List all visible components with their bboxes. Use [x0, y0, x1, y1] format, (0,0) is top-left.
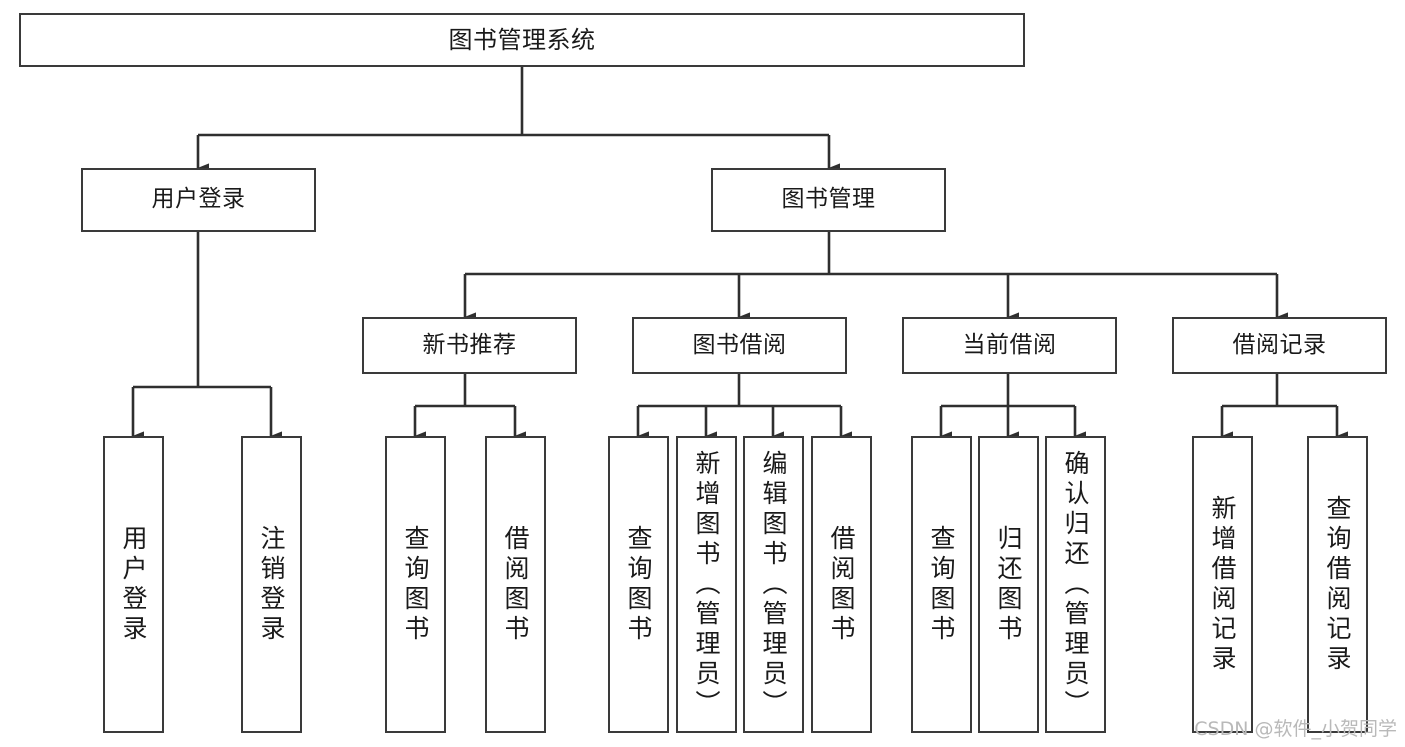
node-user-login[interactable]: 用户登录	[81, 168, 316, 232]
node-label: 图书管理	[781, 186, 876, 213]
leaf-user-login-login[interactable]: 用户登录	[103, 436, 164, 733]
node-label: 新书推荐	[422, 331, 517, 358]
node-label: 注销登录	[257, 524, 286, 645]
node-label: 新增图书（管理员）	[692, 449, 721, 720]
leaf-borrow-add-book-admin[interactable]: 新增图书（管理员）	[676, 436, 737, 733]
leaf-current-query-book[interactable]: 查询图书	[911, 436, 972, 733]
node-current-borrow[interactable]: 当前借阅	[902, 317, 1117, 374]
leaf-user-login-logout[interactable]: 注销登录	[241, 436, 302, 733]
node-label: 借阅图书	[827, 524, 856, 645]
node-label: 查询图书	[401, 524, 430, 645]
node-label: 查询图书	[927, 524, 956, 645]
leaf-recommend-query-book[interactable]: 查询图书	[385, 436, 446, 733]
node-borrow-record[interactable]: 借阅记录	[1172, 317, 1387, 374]
node-label: 归还图书	[994, 524, 1023, 645]
node-label: 借阅图书	[501, 524, 530, 645]
node-label: 编辑图书（管理员）	[759, 449, 788, 720]
node-root-system[interactable]: 图书管理系统	[19, 13, 1025, 67]
node-label: 图书借阅	[692, 331, 787, 358]
node-label: 当前借阅	[962, 331, 1057, 358]
leaf-borrow-query-book[interactable]: 查询图书	[608, 436, 669, 733]
leaf-recommend-borrow-book[interactable]: 借阅图书	[485, 436, 546, 733]
node-label: 新增借阅记录	[1208, 494, 1237, 675]
leaf-current-confirm-return-admin[interactable]: 确认归还（管理员）	[1045, 436, 1106, 733]
node-label: 用户登录	[119, 524, 148, 645]
node-label: 图书管理系统	[448, 25, 596, 54]
leaf-record-query-record[interactable]: 查询借阅记录	[1307, 436, 1368, 733]
node-label: 确认归还（管理员）	[1061, 449, 1090, 720]
node-book-management[interactable]: 图书管理	[711, 168, 946, 232]
node-book-borrow[interactable]: 图书借阅	[632, 317, 847, 374]
leaf-record-add-record[interactable]: 新增借阅记录	[1192, 436, 1253, 733]
node-new-book-recommend[interactable]: 新书推荐	[362, 317, 577, 374]
leaf-current-return-book[interactable]: 归还图书	[978, 436, 1039, 733]
node-label: 查询图书	[624, 524, 653, 645]
node-label: 查询借阅记录	[1323, 494, 1352, 675]
leaf-borrow-edit-book-admin[interactable]: 编辑图书（管理员）	[743, 436, 804, 733]
leaf-borrow-borrow-book[interactable]: 借阅图书	[811, 436, 872, 733]
csdn-watermark: CSDN @软件_小贺同学	[1194, 718, 1397, 740]
node-label: 用户登录	[151, 186, 246, 213]
node-label: 借阅记录	[1232, 331, 1327, 358]
